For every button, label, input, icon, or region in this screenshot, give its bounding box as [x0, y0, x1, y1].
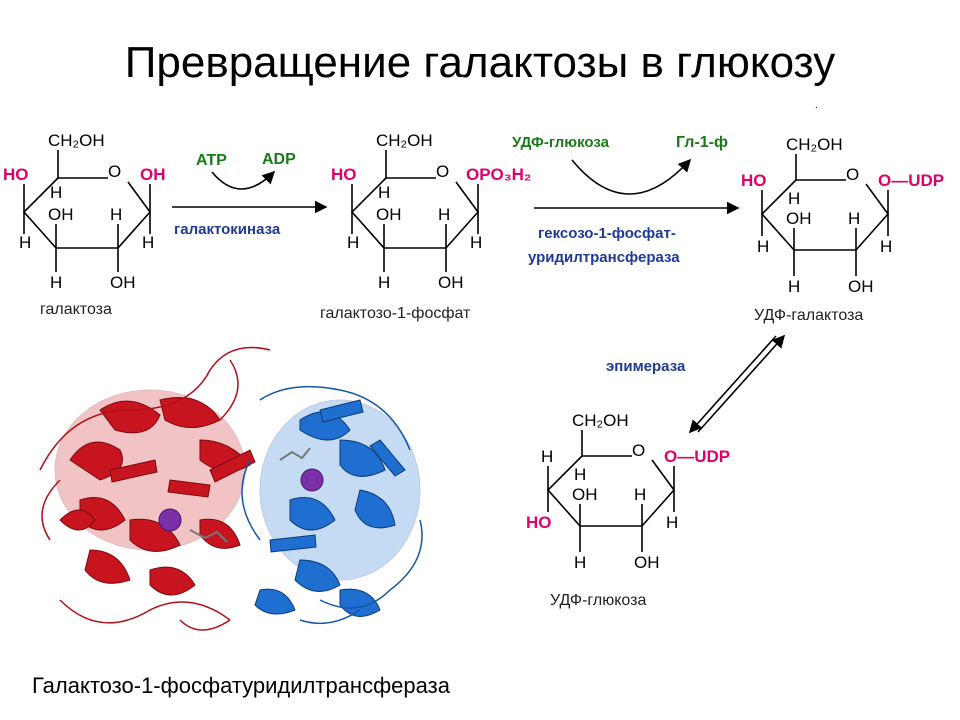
galactose-c2-oh: OH	[110, 273, 136, 292]
gal1p-name: галактозо-1-фосфат	[320, 305, 471, 322]
gal1p-c1-opo3h2: OPO₃H₂	[466, 165, 531, 184]
galactose-structure: CH₂OH O HO H H OH H H OH OH	[3, 131, 166, 292]
udpglc-c4-top-h: H	[541, 447, 553, 466]
gal1p-c4-h: H	[347, 233, 359, 252]
udpgal-ch2oh: CH₂OH	[786, 135, 843, 154]
gal1p-ch2oh: CH₂OH	[376, 131, 433, 150]
arrow-epimerase-forward	[688, 335, 777, 434]
galactose-c4-ho: HO	[3, 165, 29, 184]
udpgal-c5-h: H	[788, 189, 800, 208]
galactose-c2-h: H	[110, 205, 122, 224]
dot-mark: .	[815, 100, 818, 111]
galactose-c1-h: H	[142, 233, 154, 252]
udpgal-c1-h: H	[880, 237, 892, 256]
galactose-name: галактоза	[40, 301, 112, 318]
protein-caption: Галактозо-1-фосфатуридилтрансфераза	[32, 673, 450, 698]
galactokinase-label: галактокиназа	[174, 221, 281, 238]
slide-title: Превращение галактозы в глюкозу	[124, 38, 836, 87]
reaction-2: УДФ-глюкоза Гл-1-ф гексозо-1-фосфат- ури…	[512, 134, 740, 266]
udpglc-c3-oh: OH	[572, 485, 598, 504]
protein-structure-image	[39, 346, 423, 631]
udpgal-c4-h: H	[757, 237, 769, 256]
reaction-1: ATP ADP галактокиназа	[172, 151, 328, 238]
arrow-epimerase-back	[697, 334, 786, 433]
galactose-ch2oh: CH₂OH	[48, 131, 105, 150]
transferase-label-1: гексозо-1-фосфат-	[538, 225, 676, 242]
galactose-c4-h: H	[19, 233, 31, 252]
epimerase-label: эпимераза	[606, 358, 686, 375]
reaction-3: эпимераза	[606, 334, 786, 434]
gal1p-c2-h: H	[438, 205, 450, 224]
udpglc-c1-o-udp: O—UDP	[664, 447, 730, 466]
udpglc-c3-h: H	[574, 553, 586, 572]
udp-glucose-in-label: УДФ-глюкоза	[512, 134, 610, 151]
gal1p-c3-oh: OH	[376, 205, 402, 224]
udpgal-ring-o: O	[846, 165, 859, 184]
udpglc-ch2oh: CH₂OH	[572, 411, 629, 430]
udpglc-ring-o: O	[632, 441, 645, 460]
udp-glucose-structure: CH₂OH O H HO H OH H H OH O—UDP H	[526, 411, 730, 572]
udpglc-c1-h: H	[666, 513, 678, 532]
galactose-c5-h: H	[50, 183, 62, 202]
gal1p-c3-h: H	[378, 273, 390, 292]
udpgal-c2-h: H	[848, 209, 860, 228]
udpglc-c4-ho: HO	[526, 513, 552, 532]
gal1p-c2-oh: OH	[438, 273, 464, 292]
glc1p-out-label: Гл-1-ф	[676, 134, 728, 151]
gal1p-structure: CH₂OH O HO H H OH H H OH OPO₃H₂ H	[331, 131, 531, 292]
transferase-label-2: уридилтрансфераза	[528, 249, 680, 266]
udpgal-c2-oh: OH	[848, 277, 874, 296]
adp-label: ADP	[262, 151, 296, 168]
atp-label: ATP	[196, 152, 227, 169]
udpgal-c4-ho: HO	[741, 171, 767, 190]
gal1p-ring-o: O	[436, 162, 449, 181]
udp-galactose-structure: CH₂OH O HO H H OH H H OH O—UDP H	[741, 135, 944, 296]
udpglc-c2-h: H	[634, 485, 646, 504]
gal1p-c1-h: H	[470, 233, 482, 252]
udpgal-c3-oh: OH	[786, 209, 812, 228]
udpgal-c3-h: H	[788, 277, 800, 296]
galactose-ring-o: O	[108, 162, 121, 181]
udpglc-c5-h: H	[574, 465, 586, 484]
udpgal-c1-o-udp: O—UDP	[878, 171, 944, 190]
udp-galactose-name: УДФ-галактоза	[754, 307, 864, 324]
galactose-c1-oh: OH	[140, 165, 166, 184]
gal1p-c4-ho: HO	[331, 165, 357, 184]
galactose-c3-h: H	[50, 273, 62, 292]
gal1p-c5-h: H	[378, 183, 390, 202]
galactose-c3-oh: OH	[48, 205, 74, 224]
udpglc-c2-oh: OH	[634, 553, 660, 572]
udp-glucose-name: УДФ-глюкоза	[550, 592, 647, 609]
